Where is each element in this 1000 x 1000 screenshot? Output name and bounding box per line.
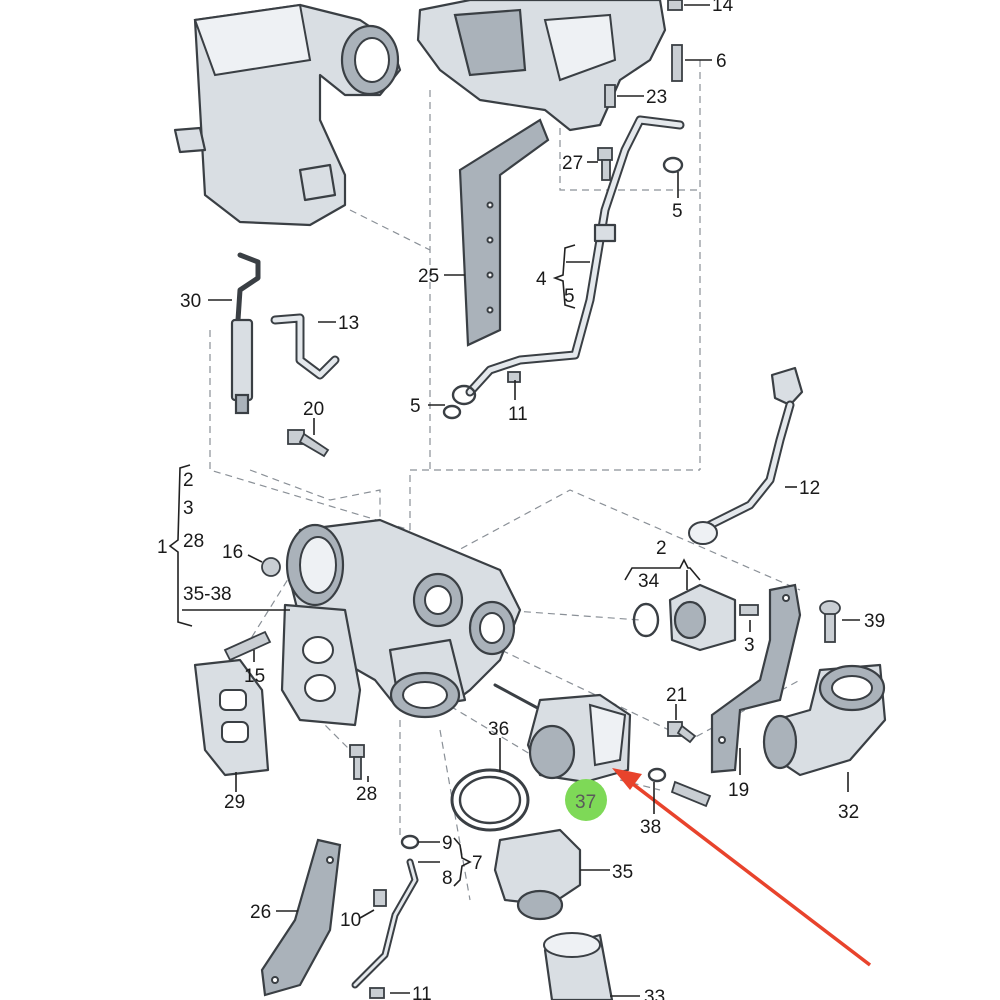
outlet-flange bbox=[493, 828, 582, 921]
label-37: 37 bbox=[575, 792, 596, 813]
red-arrow bbox=[612, 768, 872, 967]
label-28-group1: 28 bbox=[183, 531, 204, 552]
label-35: 35 bbox=[612, 862, 633, 883]
label-2-actuator: 2 bbox=[656, 538, 667, 559]
hose bbox=[543, 932, 614, 1000]
heat-shield bbox=[416, 0, 667, 132]
label-7: 7 bbox=[472, 853, 483, 874]
bolt-39 bbox=[819, 600, 841, 643]
label-11-lower: 11 bbox=[412, 984, 432, 1000]
label-2-group1: 2 bbox=[183, 470, 194, 491]
label-12: 12 bbox=[799, 478, 820, 499]
label-25: 25 bbox=[418, 266, 439, 287]
label-9: 9 bbox=[442, 833, 453, 854]
leader-lines bbox=[168, 4, 860, 997]
label-3-actuator: 3 bbox=[744, 635, 755, 656]
label-38: 38 bbox=[640, 817, 661, 838]
label-4: 4 bbox=[536, 269, 547, 290]
label-16: 16 bbox=[222, 542, 243, 563]
bracket bbox=[710, 583, 802, 774]
heat-shield-plate bbox=[458, 118, 550, 347]
sealing-ring bbox=[450, 768, 530, 832]
bolt-21 bbox=[667, 721, 697, 744]
label-35-38: 35-38 bbox=[183, 584, 232, 605]
label-27: 27 bbox=[562, 153, 583, 174]
actuator bbox=[632, 583, 759, 652]
coolant-pipe bbox=[442, 115, 685, 420]
label-26: 26 bbox=[250, 902, 271, 923]
label-15: 15 bbox=[244, 666, 265, 687]
label-19: 19 bbox=[728, 780, 749, 801]
coolant-line-12 bbox=[688, 366, 804, 545]
oil-return-line bbox=[351, 834, 420, 999]
label-39: 39 bbox=[864, 611, 885, 632]
label-28-lower: 28 bbox=[356, 784, 377, 805]
label-5-mid: 5 bbox=[410, 396, 421, 417]
bolt-28 bbox=[349, 744, 365, 780]
label-10: 10 bbox=[340, 910, 361, 931]
bolt-20 bbox=[287, 429, 330, 458]
label-21: 21 bbox=[666, 685, 687, 706]
label-6: 6 bbox=[716, 51, 727, 72]
lower-heat-shield bbox=[260, 838, 342, 997]
label-8: 8 bbox=[442, 868, 453, 889]
highlight-marker bbox=[565, 779, 607, 821]
label-20: 20 bbox=[303, 399, 324, 420]
label-14: 14 bbox=[712, 0, 734, 16]
bolt-16 bbox=[261, 557, 281, 577]
bolts-38 bbox=[647, 767, 712, 808]
pipe-elbow bbox=[762, 663, 887, 777]
bolts-upper bbox=[597, 0, 684, 181]
boost-pressure-actuator bbox=[493, 683, 632, 784]
label-13: 13 bbox=[338, 313, 359, 334]
label-33: 33 bbox=[644, 987, 665, 1000]
label-29: 29 bbox=[224, 792, 245, 813]
label-5-top: 5 bbox=[672, 201, 683, 222]
label-32: 32 bbox=[838, 802, 859, 823]
oil-pipe bbox=[270, 313, 340, 380]
label-36: 36 bbox=[488, 719, 509, 740]
catalytic-converter bbox=[173, 3, 402, 227]
label-5-brace: 5 bbox=[564, 286, 575, 307]
gasket bbox=[193, 658, 270, 777]
label-23: 23 bbox=[646, 87, 667, 108]
turbo-flange bbox=[223, 603, 362, 727]
label-3-group1: 3 bbox=[183, 498, 194, 519]
label-1: 1 bbox=[157, 537, 168, 558]
label-11-upper: 11 bbox=[508, 404, 528, 425]
oxygen-sensor bbox=[230, 252, 261, 415]
label-34: 34 bbox=[638, 571, 660, 592]
label-30: 30 bbox=[180, 291, 201, 312]
